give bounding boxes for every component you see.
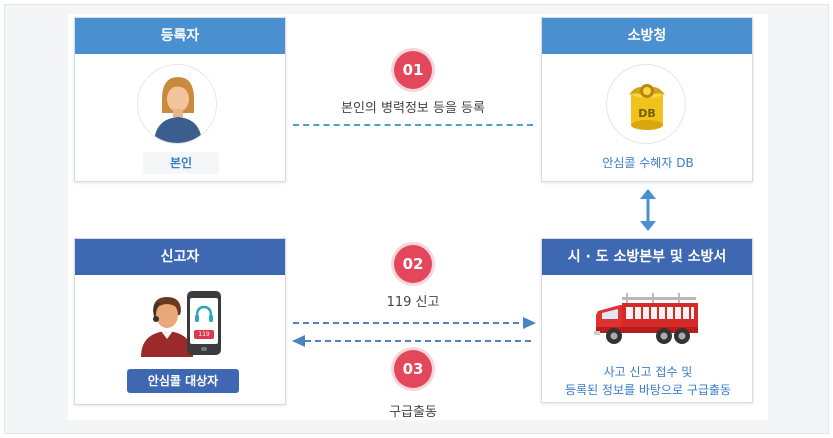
- registrant-title: 등록자: [75, 18, 285, 54]
- step-03-label: 구급출동: [389, 405, 437, 420]
- hq-caption-line2: 등록된 정보를 바탕으로 구급출동: [564, 383, 731, 397]
- person-female-icon: [137, 64, 217, 144]
- fire-truck-icon: [592, 291, 704, 347]
- phone-119-label: 119: [194, 330, 214, 339]
- fire-agency-title: 소방청: [542, 18, 752, 54]
- hq-title: 시 · 도 소방본부 및 소방서: [542, 239, 752, 275]
- step-01-label: 본인의 병력정보 등을 등록: [341, 101, 485, 116]
- database-icon: DB: [606, 64, 686, 144]
- sync-arrow-icon: [638, 188, 658, 232]
- hq-caption-line1: 사고 신고 접수 및: [603, 365, 693, 379]
- db-label: DB: [638, 107, 656, 120]
- caller-person-icon: [135, 291, 195, 357]
- report-arrow-right: [293, 315, 537, 329]
- registration-dashed-line: [293, 124, 533, 126]
- fire-agency-card: 소방청 DB 안심콜 수혜자 DB: [541, 17, 753, 182]
- reporter-badge: 안심콜 대상자: [127, 369, 239, 393]
- reporter-card: 신고자 119 안심콜 대상자: [74, 238, 286, 405]
- step-03-number: 03: [394, 350, 432, 388]
- hq-card: 시 · 도 소방본부 및 소방서 사고 신고 접수 및 등록된 정보를 바탕으: [541, 238, 753, 403]
- reporter-title: 신고자: [75, 239, 285, 275]
- step-01-number: 01: [394, 51, 432, 89]
- registrant-card: 등록자 본인: [74, 17, 286, 182]
- registrant-badge: 본인: [143, 152, 219, 174]
- smartphone-icon: 119: [187, 291, 221, 355]
- dispatch-arrow-left: [291, 333, 535, 347]
- step-02-number: 02: [394, 245, 432, 283]
- step-02-label: 119 신고: [386, 295, 440, 310]
- db-caption: 안심콜 수혜자 DB: [602, 156, 694, 170]
